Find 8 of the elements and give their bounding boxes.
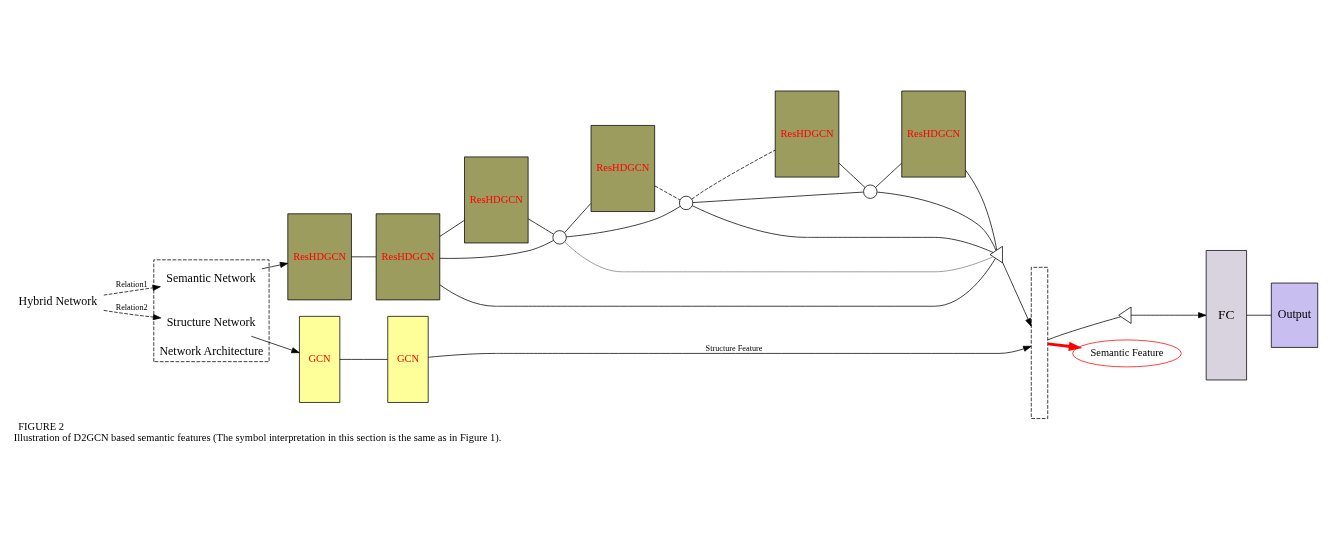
node-text: Semantic Network — [166, 270, 256, 285]
diagram-title: FIGURE 2 — [18, 420, 64, 432]
caption: Illustration of D2GCN based semantic features (The symbol interpretation in this section is the same as in Figure 1). — [13, 431, 502, 443]
node-text: Hybrid Network — [18, 293, 98, 308]
edge-label: Structure Feature — [705, 343, 763, 353]
edge-label: Relation2 — [115, 302, 148, 312]
edge-label: Relation1 — [115, 279, 148, 289]
node-text: Structure Network — [166, 314, 256, 329]
